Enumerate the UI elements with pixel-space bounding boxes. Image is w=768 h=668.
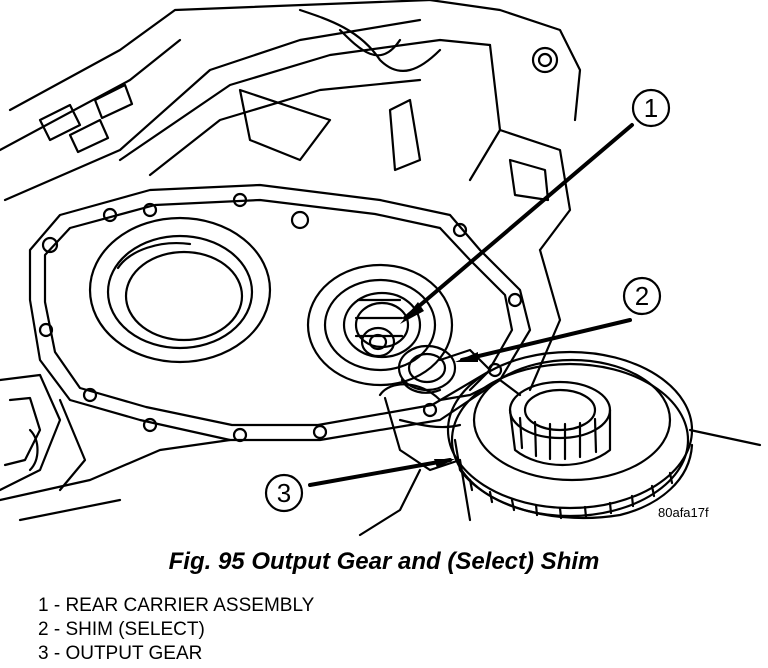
arrowhead-1	[400, 302, 424, 324]
callout-number-3: 3	[277, 478, 291, 508]
upper-housing	[0, 0, 582, 392]
arrowhead-3	[434, 459, 455, 468]
output-gear	[446, 350, 762, 520]
legend: 1 - REAR CARRIER ASSEMBLY 2 - SHIM (SELE…	[38, 594, 314, 666]
rear-carrier-assembly	[28, 183, 532, 443]
arrowhead-2	[455, 352, 478, 362]
callout-number-1: 1	[644, 93, 658, 123]
callout-circle-3	[264, 473, 304, 513]
transfer-case-illustration: 1 2 3	[0, 0, 762, 537]
callout-circle-2	[622, 276, 662, 316]
legend-item: 2 - SHIM (SELECT)	[38, 619, 205, 640]
callout-number-2: 2	[635, 281, 649, 311]
callout-circle-1	[631, 88, 671, 128]
legend-item: 1 - REAR CARRIER ASSEMBLY	[38, 595, 315, 616]
legend-item: 3 - OUTPUT GEAR	[38, 643, 203, 664]
lower-housing	[0, 373, 232, 522]
figure-id: 80afa17f	[658, 505, 709, 520]
figure-caption: Fig. 95 Output Gear and (Select) Shim	[168, 548, 600, 575]
leader-lines	[308, 123, 634, 487]
